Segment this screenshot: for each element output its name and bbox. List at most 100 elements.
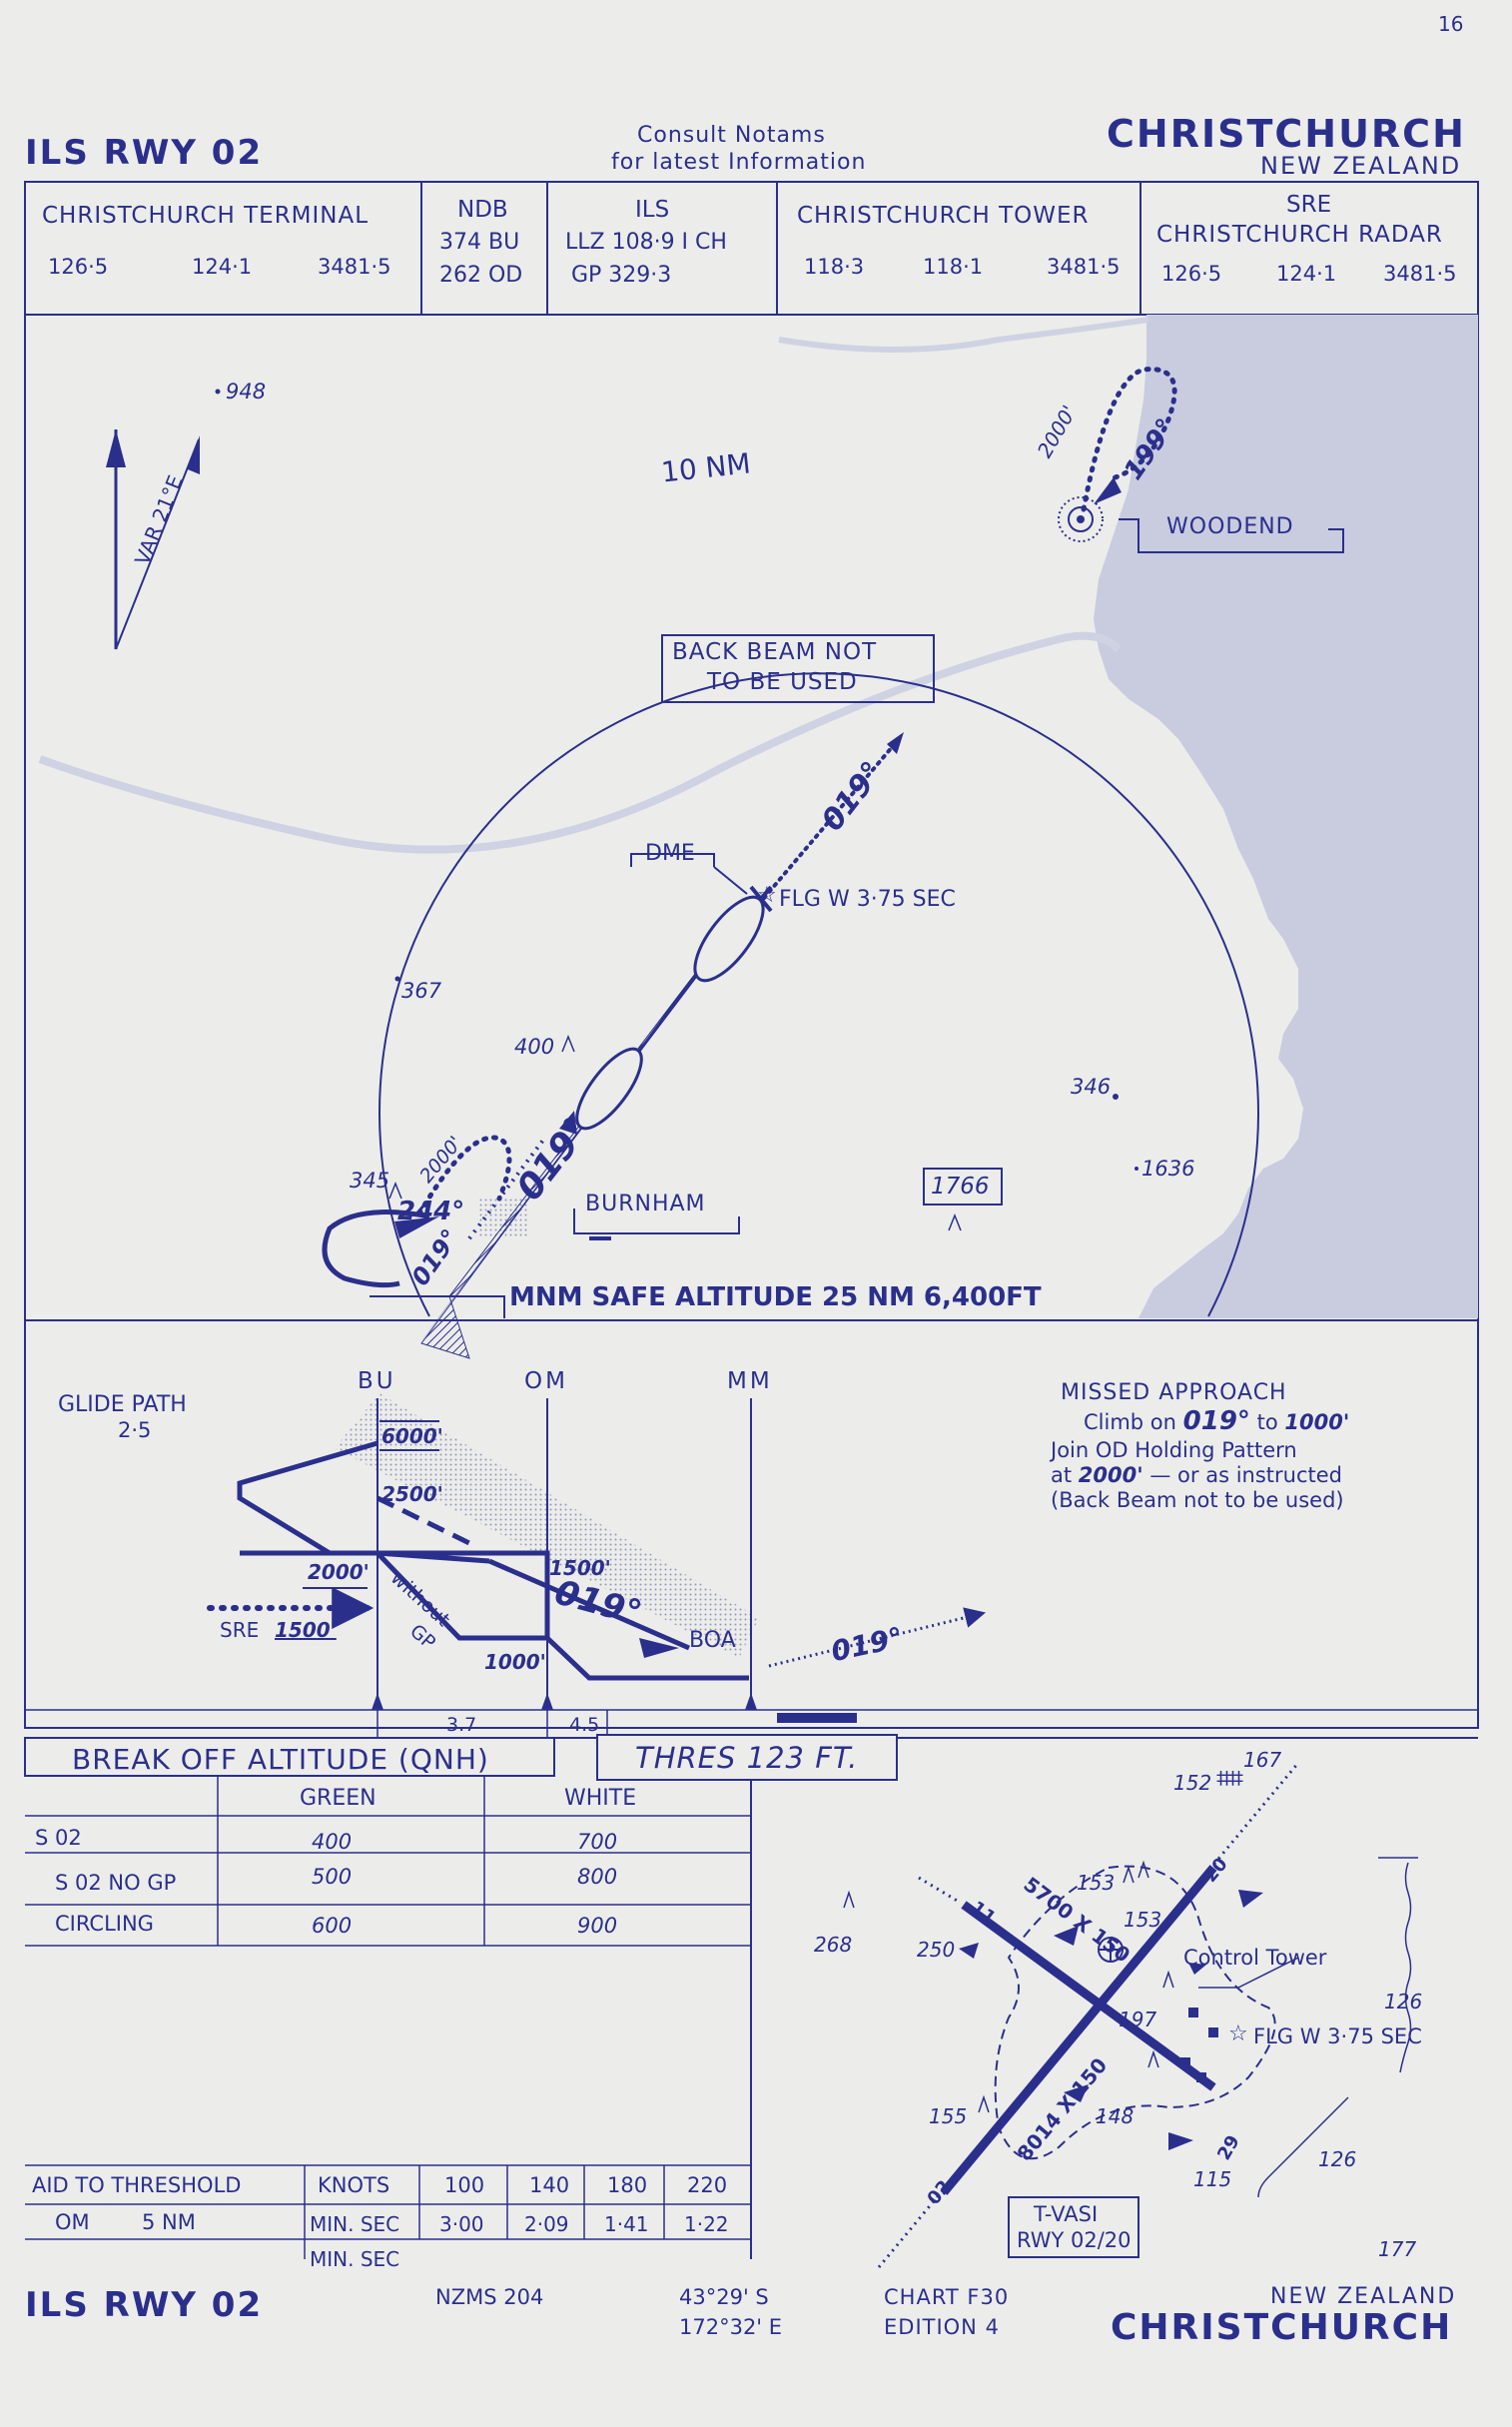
footer-procedure: ILS RWY 02	[25, 2285, 264, 2325]
aid-time-4: 1·22	[684, 2212, 729, 2236]
country-title: NEW ZEALAND	[1260, 152, 1462, 180]
breakoff-row-3-label: CIRCLING	[55, 1912, 154, 1936]
aid-speed-3: 180	[607, 2173, 648, 2197]
procedure-title: ILS RWY 02	[25, 133, 264, 173]
radar-label-top: SRE	[1286, 192, 1332, 218]
flg-label: FLG W 3·75 SEC	[779, 887, 956, 912]
breakoff-header-white: WHITE	[564, 1786, 637, 1811]
breakoff-row-2-green: 500	[312, 1865, 353, 1889]
elev-1636: 1636	[1141, 1157, 1195, 1181]
course-244: 244°	[397, 1197, 465, 1226]
elev-153-a: 153	[1077, 1871, 1116, 1895]
aid-min-sec-label: MIN. SEC	[310, 2212, 400, 2236]
elev-367: 367	[401, 979, 442, 1003]
city-title: CHRISTCHURCH	[1107, 112, 1466, 156]
flg-star-icon: ☆	[757, 883, 777, 908]
aerodrome-flg-label: FLG W 3·75 SEC	[1253, 2024, 1422, 2048]
elev-126-a: 126	[1384, 1990, 1423, 2014]
mm-label: MM	[727, 1368, 773, 1394]
om-label: OM	[524, 1368, 568, 1394]
aid-time-2: 2·09	[524, 2212, 569, 2236]
elev-345: 345	[350, 1169, 390, 1193]
footer-city: CHRISTCHURCH	[1111, 2307, 1453, 2348]
control-tower-label: Control Tower	[1183, 1946, 1327, 1970]
tower-freq-2: 118·1	[923, 255, 984, 279]
alt-1000: 1000'	[484, 1650, 546, 1674]
alt-6000: 6000'	[381, 1424, 443, 1448]
footer-edition: EDITION 4	[884, 2315, 1000, 2339]
tower-label: CHRISTCHURCH TOWER	[797, 203, 1090, 229]
aid-time-3: 1·41	[604, 2212, 649, 2236]
woodend-hold	[1058, 367, 1344, 553]
breakoff-row-1-white: 700	[577, 1830, 618, 1854]
sea-area	[1094, 315, 1478, 1318]
ils-label: ILS	[635, 197, 670, 223]
radar-freq-1: 126·5	[1161, 262, 1222, 286]
elev-153-b: 153	[1124, 1908, 1162, 1932]
aid-time-1: 3·00	[439, 2212, 484, 2236]
elev-948: 948	[226, 380, 267, 404]
elev-148: 148	[1096, 2104, 1134, 2128]
footer-lon: 172°32' E	[679, 2315, 783, 2339]
back-beam-line-1: BACK BEAM NOT	[672, 639, 878, 665]
dist-om-mm: 4.5	[569, 1714, 600, 1736]
footer-chart: CHART F30	[884, 2285, 1010, 2309]
elev-268: 268	[814, 1933, 853, 1957]
terminal-freq-2: 124·1	[192, 255, 253, 279]
bu-label: BU	[358, 1368, 396, 1394]
terminal-freq-1: 126·5	[48, 255, 109, 279]
elev-155: 155	[929, 2104, 968, 2128]
elev-177: 177	[1378, 2237, 1417, 2261]
missed-approach-line-2: Join OD Holding Pattern	[1051, 1438, 1297, 1462]
thres-label: THRES 123 FT.	[635, 1741, 859, 1775]
tvasi-line-2: RWY 02/20	[1017, 2228, 1132, 2252]
breakoff-row-3-white: 900	[577, 1914, 618, 1938]
aerodrome-flg-star-icon: ☆	[1228, 2022, 1248, 2046]
burnham-label: BURNHAM	[585, 1192, 706, 1216]
elev-346: 346	[1071, 1075, 1112, 1099]
burnham-hold	[322, 1111, 577, 1288]
alt-1500: 1500'	[549, 1556, 611, 1580]
breakoff-row-2-label: S 02 NO GP	[55, 1871, 177, 1895]
ndb-bu: 374 BU	[439, 230, 520, 255]
breakoff-row-2-white: 800	[577, 1865, 618, 1889]
notice-line-2: for latest Information	[611, 150, 867, 175]
terminal-freq-3: 3481·5	[318, 255, 391, 279]
breakoff-row-1-label: S 02	[35, 1826, 82, 1850]
ils-gp: GP 329·3	[571, 263, 672, 288]
tvasi-line-1: T-VASI	[1034, 2202, 1099, 2226]
aid-speed-4: 220	[687, 2173, 728, 2197]
elev-250: 250	[917, 1938, 956, 1962]
elev-115: 115	[1193, 2167, 1232, 2191]
missed-approach-line-3: at 2000' — or as instructed	[1051, 1463, 1342, 1487]
notice-line-1: Consult Notams	[637, 123, 826, 148]
aid-speed-2: 140	[529, 2173, 570, 2197]
page-number: 16	[1438, 12, 1464, 36]
radar-label: CHRISTCHURCH RADAR	[1156, 222, 1443, 248]
dme-label: DME	[645, 841, 695, 866]
boa-label: BOA	[689, 1628, 736, 1653]
missed-approach-line-4: (Back Beam not to be used)	[1051, 1488, 1344, 1512]
sre-alt: 1500'	[275, 1618, 337, 1642]
aerodrome-diagram	[843, 1762, 1418, 2268]
aid-speed-1: 100	[444, 2173, 485, 2197]
aid-knots-label: KNOTS	[318, 2173, 390, 2197]
breakoff-title: BREAK OFF ALTITUDE (QNH)	[72, 1743, 489, 1776]
footer-country: NEW ZEALAND	[1270, 2284, 1457, 2309]
dist-bu-om: 3.7	[446, 1714, 477, 1736]
breakoff-row-1-green: 400	[312, 1830, 353, 1854]
elev-152: 152	[1173, 1771, 1212, 1795]
back-beam-line-2: TO BE USED	[707, 669, 858, 695]
missed-approach-title: MISSED APPROACH	[1061, 1380, 1287, 1405]
aid-title: AID TO THRESHOLD	[32, 2173, 242, 2197]
footer-nzms: NZMS 204	[435, 2285, 544, 2309]
ils-llz: LLZ 108·9 I CH	[565, 230, 727, 255]
radar-freq-3: 3481·5	[1383, 262, 1457, 286]
elev-1766: 1766	[931, 1174, 990, 1200]
glide-path-value: 2·5	[118, 1418, 152, 1442]
footer-lat: 43°29' S	[679, 2285, 769, 2309]
sre-label: SRE	[220, 1618, 260, 1642]
ndb-od: 262 OD	[439, 263, 523, 288]
missed-approach-line-1: Climb on 019° to 1000'	[1084, 1406, 1350, 1436]
